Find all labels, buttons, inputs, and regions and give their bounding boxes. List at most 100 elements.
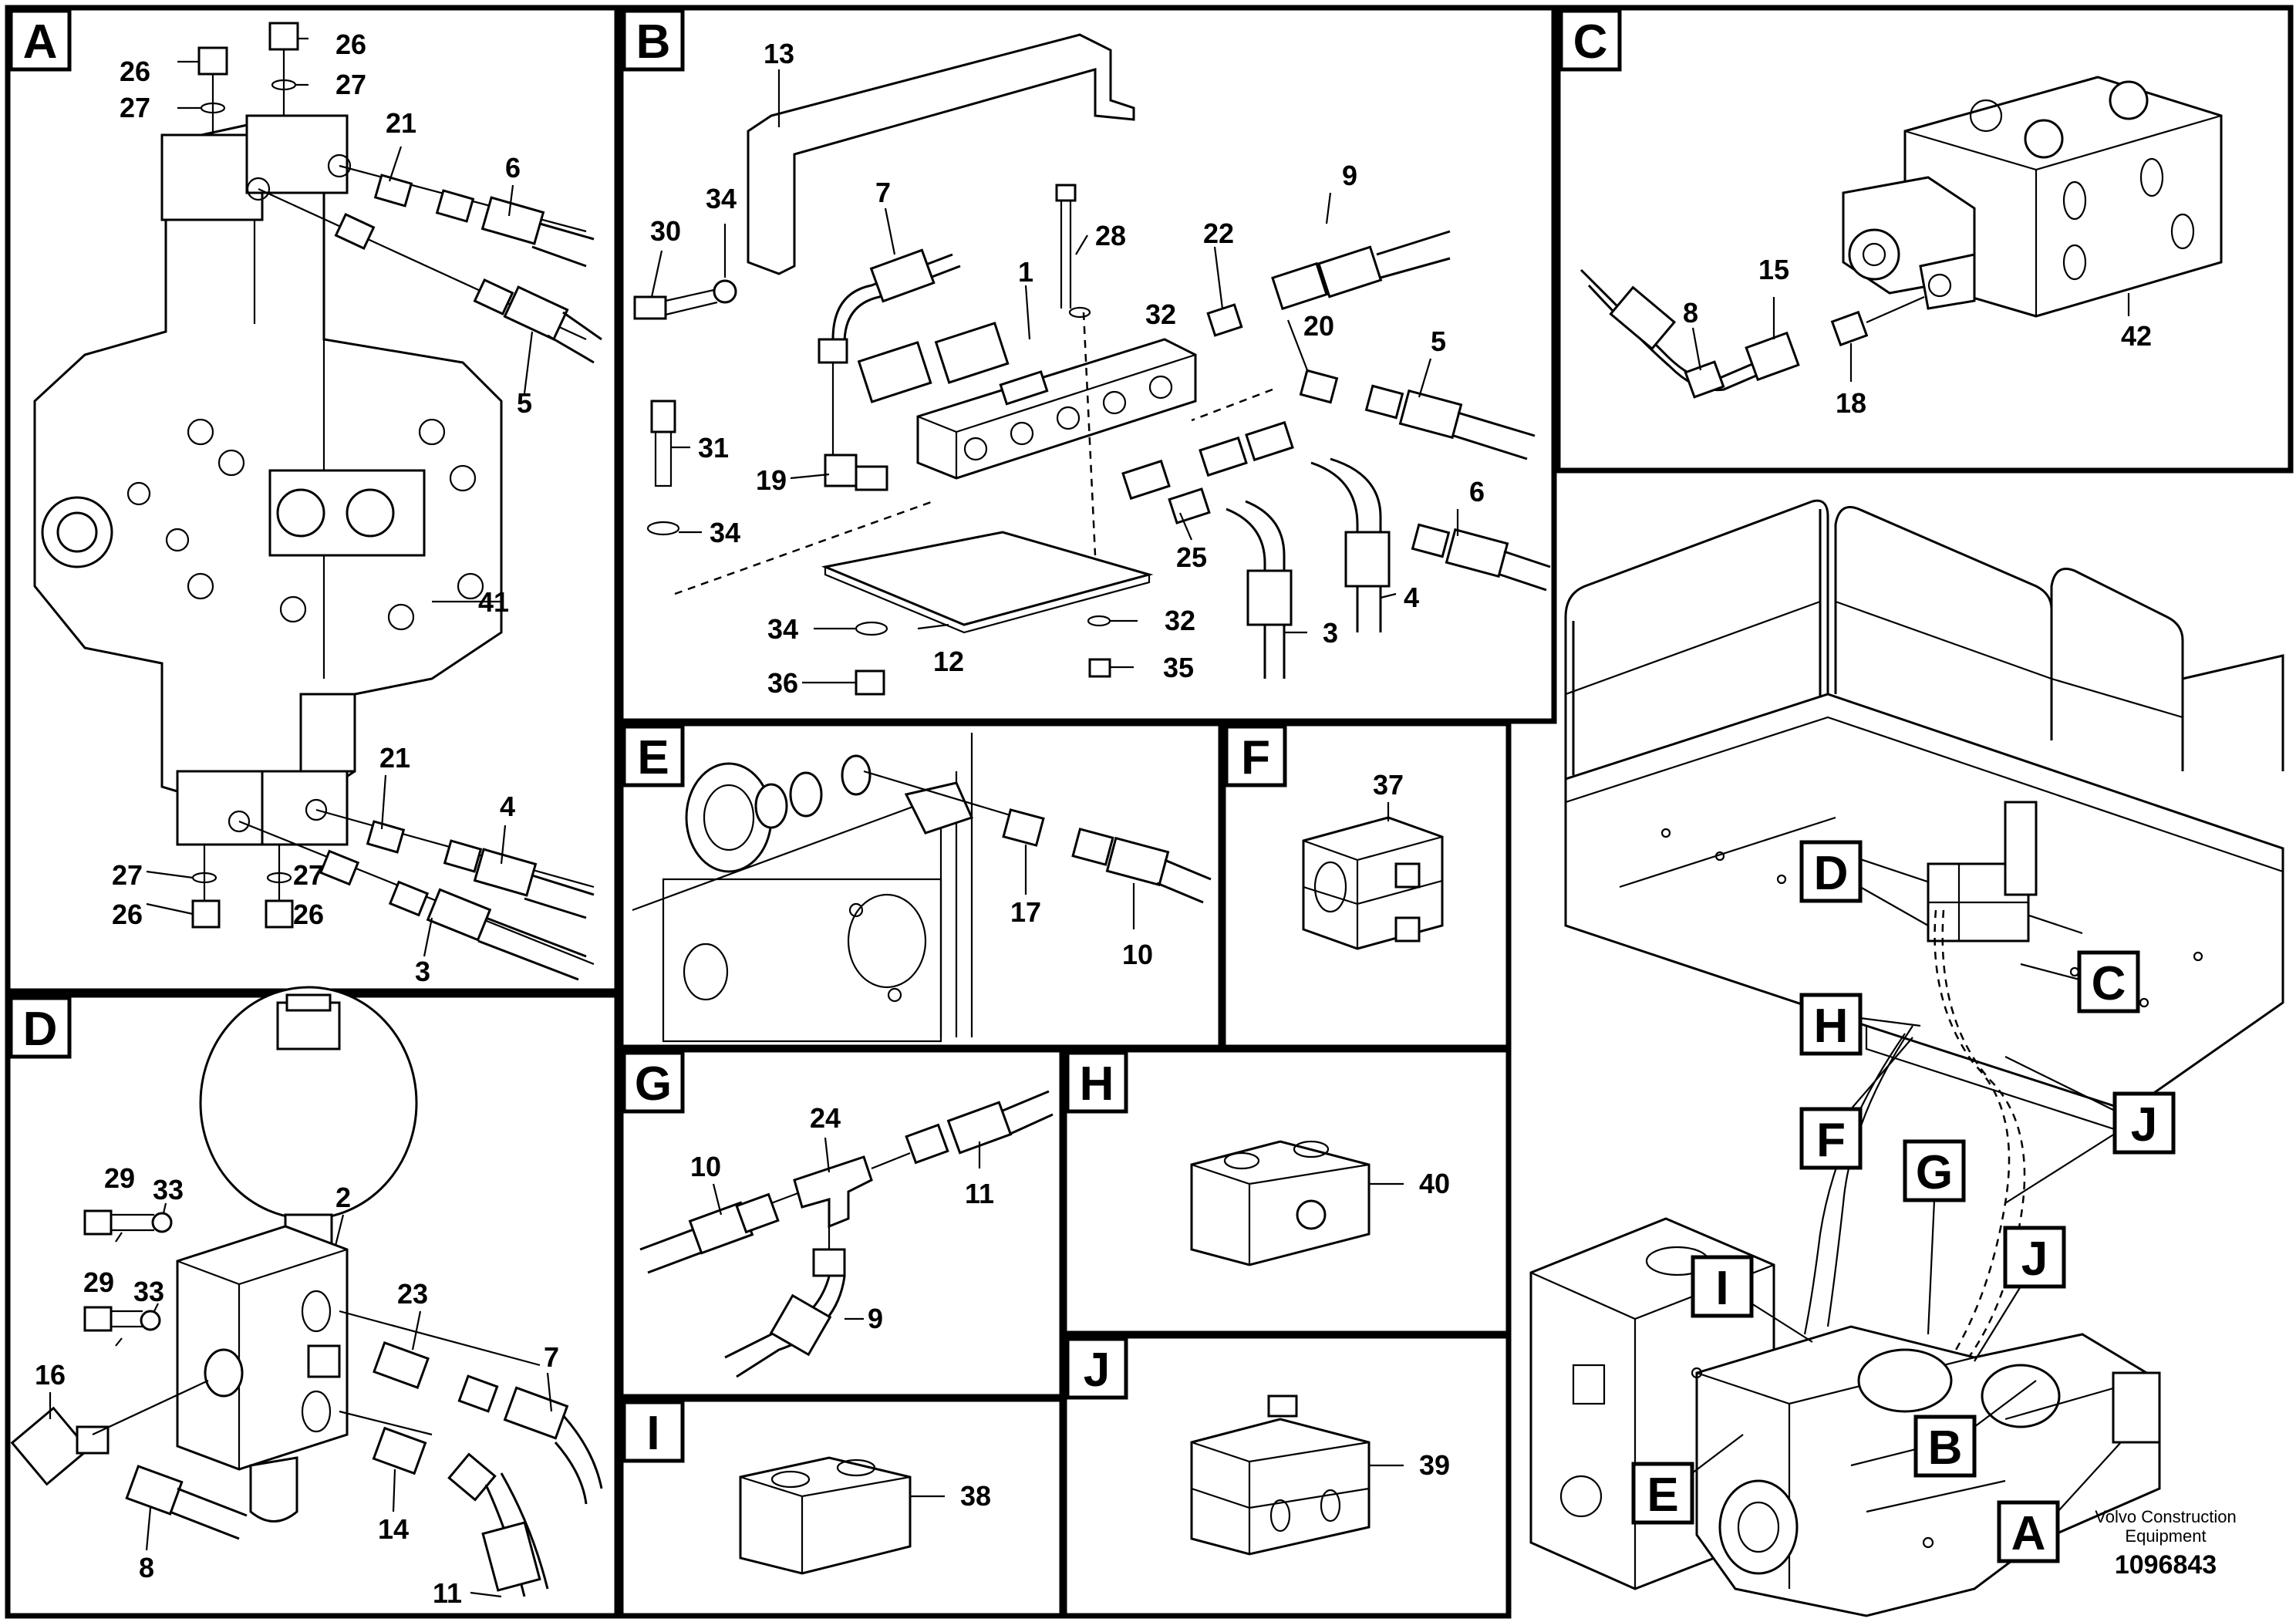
washer-34-bottom	[855, 621, 888, 636]
part-label: 21	[386, 107, 416, 139]
part-label: 34	[706, 183, 737, 214]
part-label: 23	[397, 1278, 428, 1310]
panel-a-letter: A	[23, 15, 58, 69]
svg-text:B: B	[1928, 1421, 1963, 1475]
part-label: 33	[153, 1174, 184, 1206]
part-label: 4	[1404, 582, 1419, 613]
part-label: 6	[505, 152, 521, 184]
panel-g-letter: G	[635, 1057, 672, 1111]
lower-port-block-right	[261, 770, 349, 846]
panel-h-tag: H	[1065, 1050, 1128, 1114]
plug-26-bottom-right	[265, 899, 294, 929]
nut-35	[1088, 658, 1111, 678]
overview-callout-i: I	[1691, 1255, 1813, 1343]
part-label: 39	[1419, 1449, 1450, 1481]
hose-end-3	[1246, 569, 1293, 626]
part-label: 28	[1095, 220, 1126, 251]
panel-d-part-numbers: 2 29 33 29 33 23 7 16 14 8 11	[35, 1162, 559, 1609]
part-label: 27	[335, 69, 366, 100]
part-label: 9	[868, 1303, 883, 1334]
part-label: 1	[1018, 256, 1033, 288]
svg-text:G: G	[1916, 1146, 1953, 1199]
panel-c-frame	[1555, 5, 2294, 474]
plug-26-top-left	[197, 46, 228, 76]
part-label: 27	[293, 859, 324, 891]
part-label: 19	[756, 464, 787, 496]
svg-text:D: D	[1814, 847, 1849, 900]
panel-b-drawing: 13 7 34 30 1 28 22 9 32 20 5 31 19 34 25…	[633, 33, 1551, 699]
fitting-23	[373, 1341, 430, 1389]
part-label: 32	[1165, 605, 1195, 636]
panel-d-drawing: 2 29 33 29 33 23 7 16 14 8 11	[10, 986, 603, 1609]
part-label: 33	[133, 1276, 164, 1307]
washer-32-bottom	[1087, 615, 1111, 627]
panel-a-part-numbers: 26 27 26 27 21 6 5 41 21 4 27 27 26 26 3	[112, 29, 532, 987]
overview-callout-h: H	[1799, 993, 1921, 1056]
overview-callout-a: A	[1997, 1442, 2122, 1563]
panel-f-drawing: 37	[1302, 769, 1444, 950]
control-valve-body	[33, 122, 503, 811]
part-label: 10	[1122, 939, 1153, 970]
part-label: 26	[335, 29, 366, 60]
upper-port-block-right	[245, 114, 349, 194]
panel-e-tag: E	[622, 724, 685, 787]
panel-i-letter: I	[646, 1407, 659, 1460]
hose-end-6	[1445, 528, 1509, 578]
part-label: 17	[1010, 896, 1041, 928]
panel-j-tag: J	[1065, 1337, 1128, 1400]
panel-h-drawing: 40	[1190, 1140, 1450, 1266]
hose-end-9-g	[769, 1293, 832, 1357]
part-label: 7	[875, 177, 891, 208]
part-label: 5	[1431, 325, 1446, 357]
panel-tags: A B C D E F G H I J	[8, 8, 1622, 1463]
overview-callout-j-lower: J	[1974, 1226, 2066, 1362]
part-label: 9	[1342, 160, 1357, 191]
hose-end-11-g	[946, 1101, 1013, 1155]
panel-f-letter: F	[1241, 731, 1270, 784]
hose-end-10-e	[1105, 836, 1170, 887]
panel-j-frame	[1061, 1333, 1512, 1619]
panel-g-part-numbers: 24 10 11 9	[690, 1102, 994, 1334]
part-label: 11	[433, 1577, 462, 1609]
hose-end-11-d	[481, 1521, 541, 1592]
fitting-15	[1745, 331, 1800, 382]
svg-text:A: A	[2011, 1507, 2046, 1560]
railing-right	[2050, 568, 2184, 771]
part-label: 14	[378, 1513, 409, 1545]
part-label: 5	[517, 387, 532, 419]
part-label: 35	[1163, 652, 1194, 683]
part-label: 32	[1145, 298, 1176, 330]
panel-f-tag: F	[1224, 724, 1287, 787]
panel-e-part-numbers: 17 10	[1010, 896, 1153, 970]
part-label: 34	[710, 517, 740, 548]
part-label: 36	[767, 667, 798, 699]
part-label: 38	[960, 1480, 991, 1512]
hose-end-5	[1398, 389, 1463, 440]
panel-d-letter: D	[23, 1003, 58, 1056]
part-label: 11	[965, 1178, 994, 1209]
part-label: 3	[415, 956, 430, 987]
overview-callout-e: E	[1631, 1434, 1744, 1525]
part-label: 18	[1836, 387, 1866, 419]
svg-text:J: J	[2131, 1098, 2157, 1152]
part-label: 4	[500, 791, 515, 822]
part-label: 16	[35, 1359, 66, 1391]
bolt-28	[1060, 201, 1072, 309]
hose-end-8	[1609, 285, 1677, 351]
svg-text:E: E	[1647, 1469, 1678, 1522]
part-label: 22	[1203, 218, 1234, 249]
part-label: 3	[1323, 617, 1338, 649]
panel-c-tag: C	[1559, 8, 1622, 72]
part-label: 10	[690, 1151, 721, 1182]
plate-12	[821, 531, 1154, 626]
panel-j-drawing: 39	[1190, 1394, 1450, 1556]
part-label: 26	[112, 899, 143, 930]
deck-platform	[1564, 693, 2284, 1112]
manifold-block-1	[916, 338, 1197, 480]
reference-number: 1096843	[2115, 1550, 2217, 1580]
hose-end-7	[869, 248, 936, 303]
panel-b-tag: B	[622, 8, 685, 72]
panel-i-tag: I	[622, 1400, 685, 1463]
fitting-18	[1830, 310, 1869, 347]
